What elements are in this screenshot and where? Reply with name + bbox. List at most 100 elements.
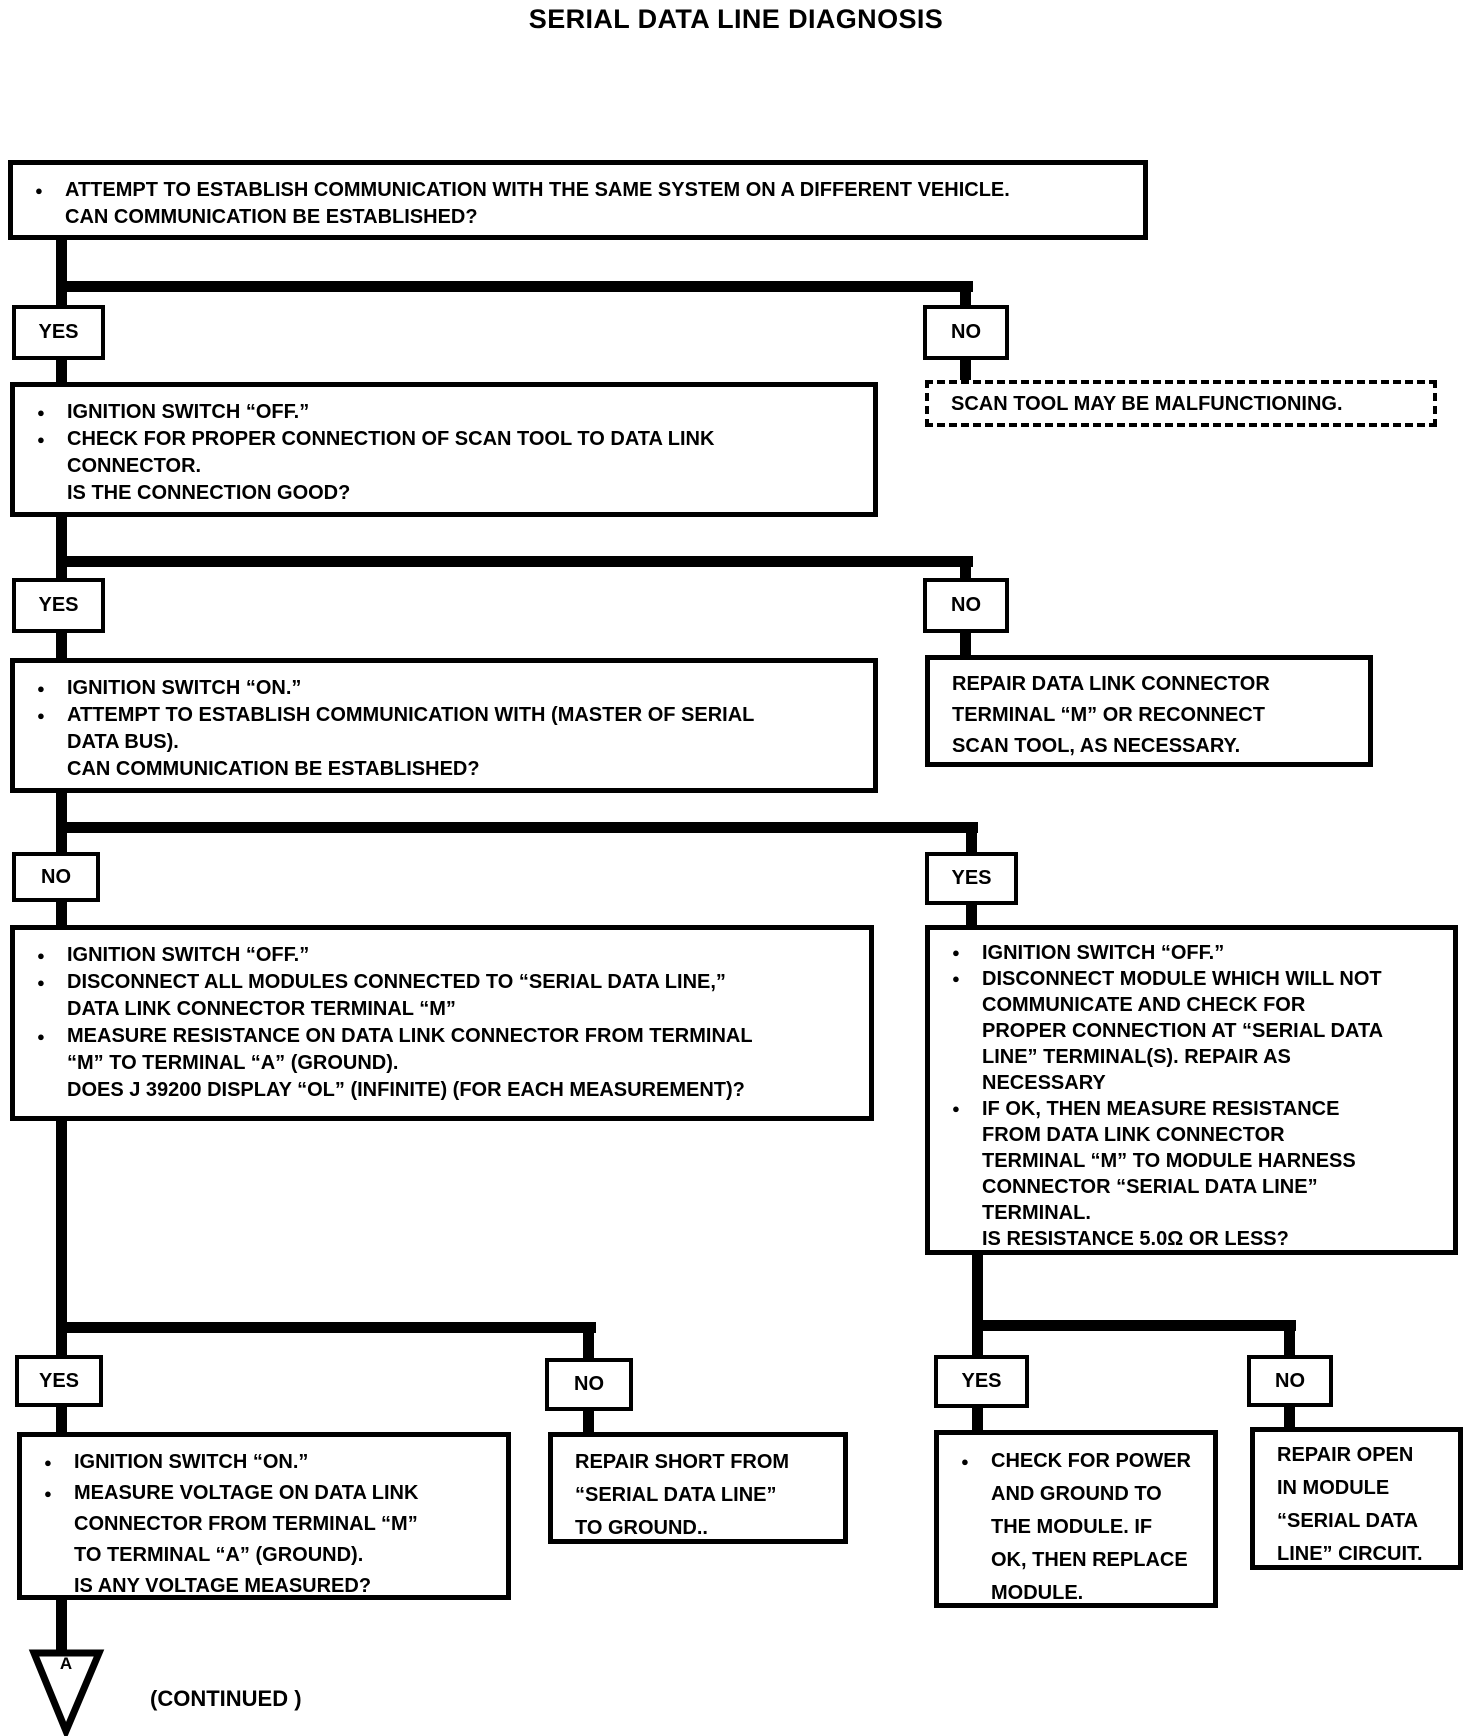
text-line: ● CHECK FOR POWER — [947, 1445, 1205, 1478]
text-line-content: TO GROUND.. — [575, 1517, 708, 1539]
text-line: ●IGNITION SWITCH “ON.” — [30, 1447, 498, 1478]
text-line-content: TERMINAL “M” TO MODULE HARNESS — [982, 1150, 1356, 1172]
text-line-content: “SERIAL DATA — [1277, 1510, 1419, 1532]
text-line-content: DATA BUS). — [67, 731, 179, 753]
branch-yes-4-left: YES — [15, 1355, 103, 1407]
text-line-content: DOES J 39200 DISPLAY “OL” (INFINITE) (FO… — [67, 1079, 745, 1101]
text-line-content: CONNECTOR. — [67, 455, 202, 477]
text-line-content: DATA LINK CONNECTOR TERMINAL “M” — [67, 998, 456, 1020]
text-line: OK, THEN REPLACE — [947, 1544, 1205, 1577]
text-line-content: CHECK FOR POWER — [991, 1450, 1191, 1472]
text-line: SCAN TOOL, AS NECESSARY. — [938, 731, 1360, 762]
flow-connector — [583, 1409, 594, 1436]
flow-connector — [966, 903, 977, 929]
text-line: TERMINAL “M” TO MODULE HARNESS — [938, 1148, 1445, 1174]
flow-connector — [56, 791, 67, 833]
bullet-spacer — [938, 1200, 982, 1226]
text-line: ●IF OK, THEN MEASURE RESISTANCE — [938, 1096, 1445, 1122]
text-line: CONNECTOR FROM TERMINAL “M” — [30, 1509, 498, 1540]
bullet-spacer — [561, 1446, 575, 1479]
text-line-content: FROM DATA LINK CONNECTOR — [982, 1124, 1285, 1146]
text-line: DATA BUS). — [23, 729, 865, 756]
text-line-content: IGNITION SWITCH “ON.” — [67, 677, 302, 699]
text-line-content: ATTEMPT TO ESTABLISH COMMUNICATION WITH … — [65, 179, 1010, 201]
text-line: “SERIAL DATA — [1263, 1505, 1450, 1538]
branch-no-4-left: NO — [545, 1358, 633, 1411]
branch-yes-2: YES — [12, 578, 105, 633]
flow-connector — [966, 822, 977, 856]
text-line: NECESSARY — [938, 1070, 1445, 1096]
text-line-content: CONNECTOR FROM TERMINAL “M” — [74, 1513, 418, 1535]
branch-yes-3: YES — [925, 852, 1018, 905]
bullet-icon: ● — [961, 1454, 969, 1469]
bullet-icon: ● — [37, 681, 45, 696]
result-repair-data-link-connector: REPAIR DATA LINK CONNECTOR TERMINAL “M” O… — [925, 655, 1373, 767]
flow-connector — [56, 292, 67, 309]
bullet-icon: ● — [44, 1486, 52, 1501]
bullet-spacer — [23, 1050, 67, 1077]
text-line-content: REPAIR DATA LINK CONNECTOR — [952, 673, 1270, 695]
bullet-spacer — [938, 1018, 982, 1044]
bullet-spacer — [21, 204, 65, 231]
text-line: IS THE CONNECTION GOOD? — [23, 480, 865, 507]
branch-yes-4-right: YES — [934, 1355, 1029, 1408]
flow-connector — [1284, 1405, 1295, 1431]
bullet-icon: ● — [952, 945, 960, 960]
flow-connector — [1284, 1320, 1295, 1359]
bullet-spacer — [938, 669, 952, 700]
text-line: ● IGNITION SWITCH “ON.” — [23, 675, 865, 702]
text-line: TO GROUND.. — [561, 1512, 835, 1545]
text-line-content: LINE” CIRCUIT. — [1277, 1543, 1423, 1565]
flow-connector — [56, 833, 67, 856]
bullet-spacer — [938, 1044, 982, 1070]
bullet-spacer — [23, 480, 67, 507]
flow-connector — [56, 631, 67, 662]
text-line-content: OK, THEN REPLACE — [991, 1549, 1188, 1571]
flow-connector — [56, 1333, 67, 1359]
branch-no-2: NO — [923, 578, 1009, 633]
step-measure-voltage-dlc: ●IGNITION SWITCH “ON.”●MEASURE VOLTAGE O… — [17, 1432, 511, 1600]
bullet-spacer — [23, 453, 67, 480]
text-line: CAN COMMUNICATION BE ESTABLISHED? — [23, 756, 865, 783]
text-line-content: IGNITION SWITCH “OFF.” — [67, 944, 310, 966]
text-line-content: SCAN TOOL, AS NECESSARY. — [952, 735, 1241, 757]
text-line-content: MODULE. — [991, 1582, 1084, 1604]
text-line-content: IN MODULE — [1277, 1477, 1390, 1499]
text-line-content: IGNITION SWITCH “OFF.” — [67, 401, 310, 423]
text-line: ●IGNITION SWITCH “OFF.” — [23, 399, 865, 426]
text-line: “SERIAL DATA LINE” — [561, 1479, 835, 1512]
branch-no-4-right: NO — [1247, 1355, 1333, 1407]
flow-connector — [972, 1331, 983, 1359]
bullet-icon: ● — [952, 971, 960, 986]
branch-no-3: NO — [12, 852, 100, 902]
bullet-spacer — [937, 391, 951, 418]
result-repair-short-to-ground: REPAIR SHORT FROM“SERIAL DATA LINE”TO GR… — [548, 1432, 848, 1544]
flow-connector — [56, 281, 973, 292]
bullet-spacer — [1263, 1439, 1277, 1472]
text-line-content: TERMINAL. — [982, 1202, 1091, 1224]
flow-connector — [972, 1406, 983, 1434]
text-line-content: IGNITION SWITCH “ON.” — [74, 1451, 309, 1473]
flow-connector — [56, 1595, 67, 1657]
text-line: COMMUNICATE AND CHECK FOR — [938, 992, 1445, 1018]
page-title: SERIAL DATA LINE DIAGNOSIS — [528, 4, 944, 34]
text-line-content: PROPER CONNECTION AT “SERIAL DATA — [982, 1020, 1384, 1042]
bullet-spacer — [30, 1540, 74, 1571]
text-line: IS RESISTANCE 5.0Ω OR LESS? — [938, 1226, 1445, 1252]
text-line-content: COMMUNICATE AND CHECK FOR — [982, 994, 1306, 1016]
bullet-spacer — [938, 1174, 982, 1200]
text-line: LINE” CIRCUIT. — [1263, 1538, 1450, 1571]
bullet-spacer — [23, 1077, 67, 1104]
text-line-content: REPAIR OPEN — [1277, 1444, 1414, 1466]
text-line-content: IS ANY VOLTAGE MEASURED? — [74, 1575, 372, 1597]
text-line-content: THE MODULE. IF — [991, 1516, 1153, 1538]
step-attempt-communication: ●ATTEMPT TO ESTABLISH COMMUNICATION WITH… — [8, 160, 1148, 240]
text-line: TERMINAL “M” OR RECONNECT — [938, 700, 1360, 731]
text-line: ●IGNITION SWITCH “OFF.” — [23, 942, 861, 969]
bullet-spacer — [1263, 1472, 1277, 1505]
bullet-spacer — [938, 1070, 982, 1096]
text-line: CONNECTOR “SERIAL DATA LINE” — [938, 1174, 1445, 1200]
bullet-icon: ● — [952, 1101, 960, 1116]
text-line-content: TO TERMINAL “A” (GROUND). — [74, 1544, 364, 1566]
bullet-spacer — [30, 1509, 74, 1540]
